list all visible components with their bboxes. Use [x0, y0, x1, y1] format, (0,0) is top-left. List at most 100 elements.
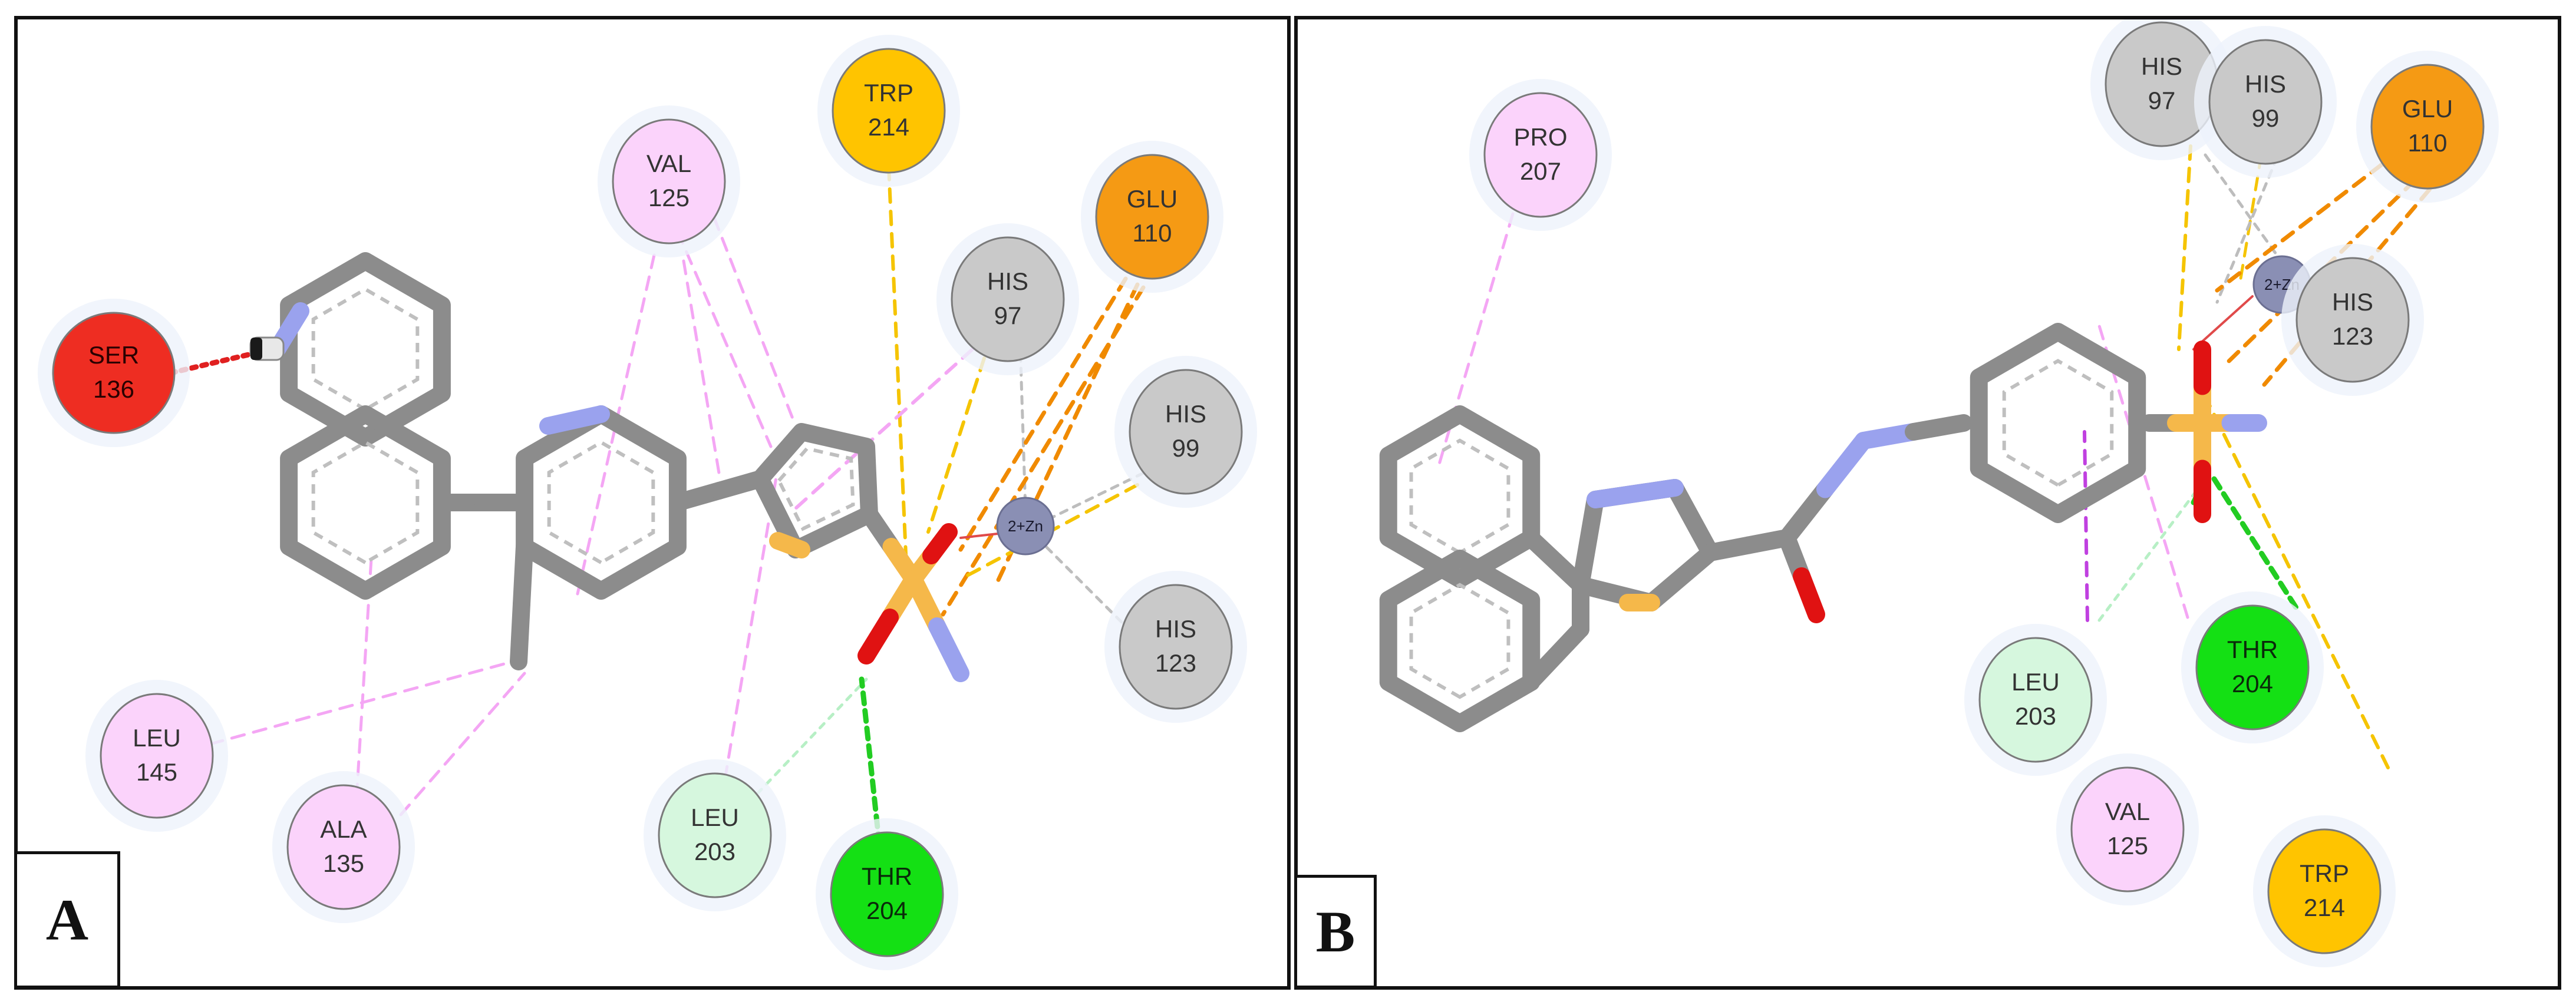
bond-s-o-2-half: [857, 609, 899, 665]
residue-leu203-name: LEU: [2011, 668, 2060, 696]
residue-his123: [1119, 584, 1233, 710]
residue-leu145-number: 145: [136, 758, 177, 786]
phenyl-ring: [1970, 323, 2146, 523]
residue-val125-name: VAL: [647, 150, 691, 177]
residue-ser136: [52, 312, 176, 434]
residue-thr204-name: THR: [2227, 636, 2278, 663]
atom-nitrogen-n1n2: [1587, 479, 1684, 508]
residue-his97-name: HIS: [987, 267, 1028, 295]
residue-ser136-name: SER: [88, 341, 139, 369]
residue-glu110-name: GLU: [1127, 185, 1177, 213]
residue-his123: [2295, 257, 2410, 383]
residue-val125-name: VAL: [2105, 798, 2150, 825]
residue-ser136-number: 136: [93, 375, 134, 403]
residue-his99-number: 99: [1172, 434, 1200, 462]
residue-his99-number: 99: [2252, 104, 2280, 132]
pyridine-ring-aromatic-ring: [547, 440, 655, 565]
interaction-leu203-vdw: [2097, 477, 2207, 622]
residue-leu203-number: 203: [2015, 702, 2056, 730]
thiophene-ring-aromatic-ring: [777, 447, 855, 531]
atom-hydrogen-dark: [250, 338, 262, 360]
interaction-diagram-a: 2+ZnSER136VAL125TRP214GLU110HIS97HIS99HI…: [38, 35, 1257, 970]
interaction-glu110-3: [941, 285, 1146, 617]
bond-s-n-half: [928, 617, 969, 682]
interaction-trp214: [887, 165, 908, 569]
interaction-thr204-hbond: [2211, 476, 2300, 611]
interaction-thr204-hbond: [859, 676, 882, 847]
bond-amide-n-half: [1816, 432, 1872, 498]
bond-s-o-1-half: [922, 523, 958, 564]
interaction-val125-pyridine: [576, 253, 656, 596]
residue-pro207: [1483, 92, 1598, 218]
interaction-zn-o: [2192, 295, 2254, 351]
residue-leu145-name: LEU: [133, 724, 181, 752]
interaction-val125: [2097, 324, 2189, 619]
residue-thr204-name: THR: [862, 862, 912, 890]
phenyl-ring-aromatic-ring: [2002, 359, 2114, 487]
residue-trp214-name: TRP: [2300, 859, 2349, 887]
atom-nitrogen-pyridine: [539, 405, 610, 435]
residue-his97-name: HIS: [2141, 52, 2182, 80]
panel-label-b: B: [1294, 875, 1377, 989]
residue-trp214-number: 214: [2304, 894, 2345, 921]
residue-trp214: [2267, 828, 2382, 954]
residue-his97-number: 97: [2148, 87, 2176, 114]
residue-glu110-name: GLU: [2402, 95, 2453, 123]
residue-val125-number: 125: [2107, 832, 2148, 859]
interaction-glu110-3: [2215, 135, 2420, 293]
residue-leu203: [658, 772, 772, 898]
interaction-leu203-vdw: [747, 677, 868, 805]
interaction-glu110-1: [958, 276, 1128, 552]
residue-his99-name: HIS: [1165, 400, 1206, 428]
residue-glu110-number: 110: [1133, 219, 1172, 247]
interaction-leu203-pi: [723, 465, 780, 781]
residue-his123-number: 123: [2332, 322, 2373, 350]
quinoline-ring-bottom-aromatic-ring: [311, 440, 420, 565]
residue-glu110-number: 110: [2408, 129, 2448, 157]
panel-label-a: A: [14, 851, 120, 989]
residue-pro207-number: 207: [1520, 157, 1561, 185]
residue-val125: [2070, 766, 2185, 892]
interaction-ala135-methyl: [399, 672, 526, 816]
interaction-his97-thiophene: [794, 348, 974, 510]
residue-ala135: [286, 784, 401, 910]
interaction-ala135-ring: [355, 557, 373, 799]
residue-his97-number: 97: [994, 302, 1022, 329]
residue-ala135-name: ALA: [320, 815, 367, 843]
atom-sulfur-thiophene: [769, 532, 810, 558]
interaction-his97-sulfonamide: [926, 356, 986, 534]
residue-thr204-number: 204: [866, 897, 908, 924]
interaction-val125-pyridine-2: [682, 259, 721, 475]
naphthalene-ring-top-aromatic-ring: [1409, 438, 1510, 555]
residue-his123-name: HIS: [2332, 288, 2373, 316]
residue-his99-name: HIS: [2245, 70, 2286, 98]
bond-spiro-3-half: [1522, 647, 1565, 691]
residue-his99: [1129, 369, 1243, 495]
residue-trp214-number: 214: [868, 113, 909, 141]
residue-his123-name: HIS: [1155, 615, 1196, 643]
residue-glu110: [1095, 154, 1209, 280]
residue-his99: [2208, 39, 2323, 165]
zn-ion-a: [996, 497, 1055, 556]
residue-thr204: [830, 831, 944, 957]
residue-trp214-name: TRP: [864, 79, 913, 107]
quinoline-ring-bottom: [280, 405, 451, 600]
quinoline-ring-top: [280, 252, 451, 447]
residue-his97: [951, 236, 1065, 362]
interaction-pro207: [1437, 212, 1515, 466]
residue-thr204: [2195, 604, 2310, 730]
bond-n-phenyl-half: [1905, 414, 1973, 441]
residue-thr204-number: 204: [2232, 670, 2273, 697]
residue-leu203-name: LEU: [691, 804, 739, 831]
residue-trp214: [832, 48, 946, 174]
residue-ala135-number: 135: [323, 849, 364, 877]
residue-glu110: [2370, 64, 2485, 190]
zn-ion-a-label: 2+Zn: [1008, 517, 1043, 535]
residue-pro207-name: PRO: [1513, 123, 1567, 151]
residue-leu203-number: 203: [694, 838, 735, 865]
naphthalene-ring-bottom-aromatic-ring: [1409, 583, 1510, 699]
quinoline-ring-top-aromatic-ring: [311, 287, 420, 412]
